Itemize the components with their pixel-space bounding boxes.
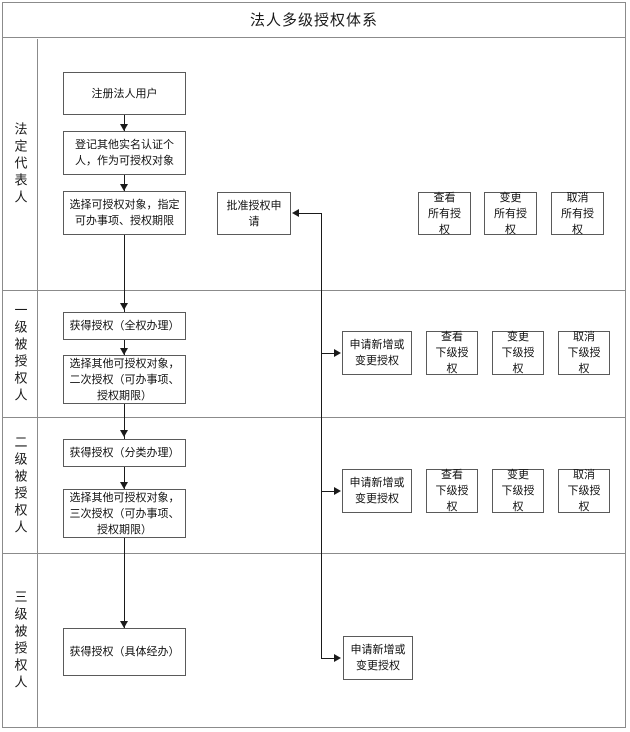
step-register-authorizable-persons: 登记其他实名认证个人，作为可授权对象	[63, 131, 186, 175]
box-request-new-or-change-level2: 申请新增或 变更授权	[342, 469, 412, 513]
row-label-level1-authorized: 一级被授权人	[3, 291, 37, 417]
connector-approval-horizontal	[299, 213, 321, 214]
row-label-level3-authorized-text: 三级被授权人	[12, 589, 28, 692]
arrow-r2-request	[334, 349, 341, 357]
row-divider-1	[3, 290, 626, 291]
action-change-subordinate-authorizations-level1: 变更 下级授权	[492, 331, 544, 375]
row-label-legal-representative: 法定代表人	[3, 39, 37, 290]
step-register-legal-user: 注册法人用户	[63, 72, 186, 115]
arrow-r3-s1-s2	[120, 482, 128, 489]
arrow-spine-row3	[120, 430, 128, 437]
connector-r2-request	[321, 353, 335, 354]
connector-r4-request	[321, 658, 335, 659]
page-title: 法人多级授权体系	[249, 12, 378, 29]
arrow-approval-in	[292, 209, 299, 217]
connector-r1-s2-s3	[124, 175, 125, 191]
box-request-new-or-change-level1: 申请新增或 变更授权	[342, 331, 412, 375]
row-label-level2-authorized-text: 二级被授权人	[12, 434, 28, 537]
row-label-level1-authorized-text: 一级被授权人	[12, 303, 28, 405]
arrow-spine-row4	[120, 621, 128, 628]
step-tertiary-authorization: 选择其他可授权对象，三次授权（可办事项、授权期限）	[63, 489, 186, 538]
row-label-level3-authorized: 三级被授权人	[3, 554, 37, 727]
connector-r3-request	[321, 491, 335, 492]
action-change-all-authorizations: 变更 所有授权	[484, 192, 537, 236]
action-cancel-subordinate-authorizations-level2: 取消 下级授权	[558, 469, 610, 513]
step-obtain-authorization-operate: 获得授权（具体经办）	[63, 628, 186, 676]
step-secondary-authorization: 选择其他可授权对象，二次授权（可办事项、授权期限）	[63, 355, 186, 404]
row-label-legal-representative-text: 法定代表人	[12, 122, 28, 207]
row-divider-2	[3, 417, 626, 418]
connector-r1-s1-s2	[124, 115, 125, 131]
arrow-r3-request	[334, 487, 341, 495]
arrow-spine-row2	[120, 303, 128, 310]
arrow-r1-s1-s2	[120, 124, 128, 131]
connector-request-spine	[321, 213, 322, 659]
row-divider-3	[3, 553, 626, 554]
arrow-r4-request	[334, 654, 341, 662]
step-select-authorizable-object: 选择可授权对象，指定可办事项、授权期限	[63, 191, 186, 235]
box-approve-authorization-request: 批准授权申请	[217, 192, 291, 235]
row-label-level2-authorized: 二级被授权人	[3, 418, 37, 553]
step-obtain-authorization-full: 获得授权（全权办理）	[63, 312, 186, 340]
action-view-all-authorizations: 查看 所有授权	[418, 192, 471, 236]
box-request-new-or-change-level3: 申请新增或 变更授权	[343, 636, 413, 680]
label-column-divider	[37, 39, 38, 727]
arrow-r2-s1-s2	[120, 348, 128, 355]
step-obtain-authorization-category: 获得授权（分类办理）	[63, 439, 186, 467]
action-view-subordinate-authorizations-level1: 查看 下级授权	[426, 331, 478, 375]
action-view-subordinate-authorizations-level2: 查看 下级授权	[426, 469, 478, 513]
action-cancel-subordinate-authorizations-level1: 取消 下级授权	[558, 331, 610, 375]
title-bar: 法人多级授权体系	[2, 2, 626, 38]
action-change-subordinate-authorizations-level2: 变更 下级授权	[492, 469, 544, 513]
arrow-r1-s2-s3	[120, 184, 128, 191]
action-cancel-all-authorizations: 取消 所有授权	[551, 192, 604, 236]
